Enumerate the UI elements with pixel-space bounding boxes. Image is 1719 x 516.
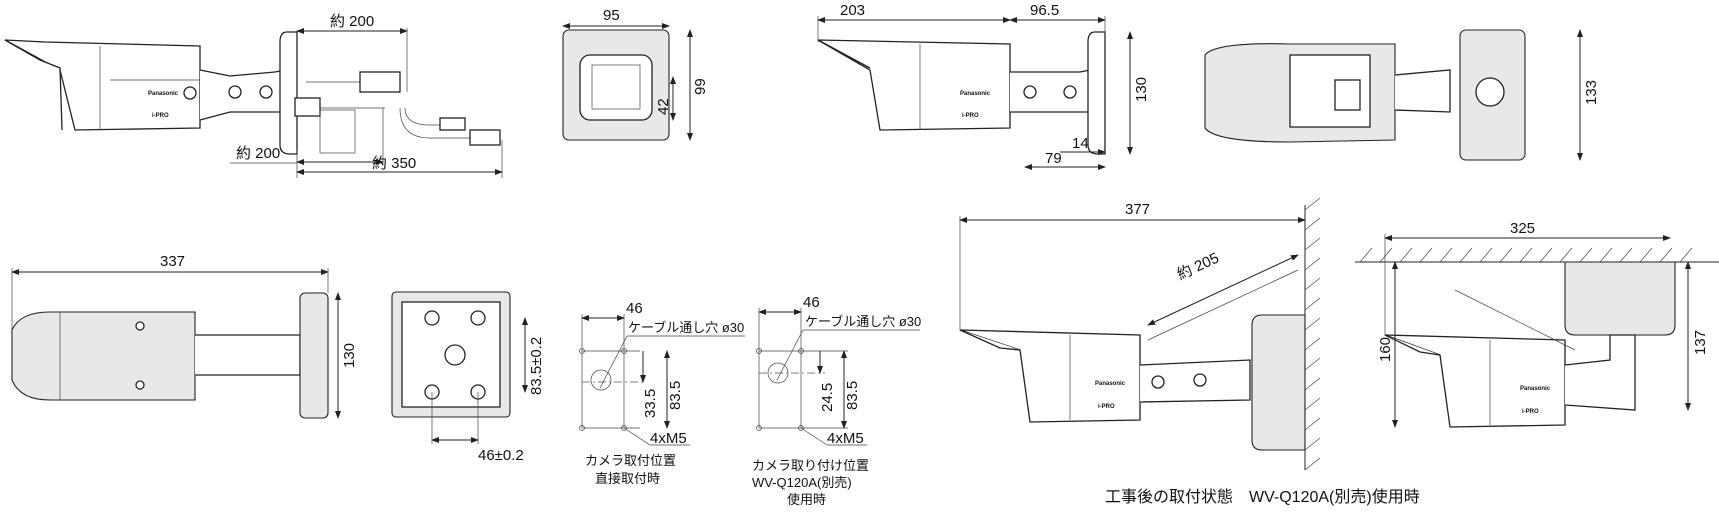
dim-width: 46: [803, 294, 820, 311]
caption-line2: 直接取付時: [595, 471, 660, 486]
dim-base-height: 133: [1583, 80, 1600, 105]
dim-pitch: 83.5: [844, 381, 861, 410]
dim-lens-height: 42: [655, 98, 672, 115]
dim-reach: 377: [1125, 201, 1150, 218]
dim-cable-top: 約 200: [330, 13, 374, 30]
model-logo: i-PRO: [1098, 404, 1115, 410]
dim-horizontal-pitch: 46±0.2: [478, 447, 524, 464]
caption-line3: 使用時: [787, 492, 826, 507]
dim-height: 99: [692, 78, 709, 95]
top-view: 337 130: [11, 253, 358, 419]
dim-length: 203: [840, 2, 865, 19]
cable-hole-label: ケーブル通し穴 ø30: [805, 314, 921, 329]
model-logo: i-PRO: [1522, 409, 1539, 415]
dim-pitch: 83.5: [667, 381, 684, 410]
dim-base-height: 130: [1133, 77, 1150, 102]
cable-hole-label: ケーブル通し穴 ø30: [628, 320, 744, 335]
caption-line1: カメラ取付位置: [585, 453, 676, 468]
side-view: Panasonic i-PRO 203 96.5 130 14 79: [817, 2, 1150, 170]
dim-hole-offset: 24.5: [819, 383, 836, 412]
installed-ceiling-view: Panasonic i-PRO 325 160 137: [1355, 220, 1719, 428]
dim-width: 46: [626, 300, 643, 317]
dim-cable-left: 約 200: [236, 145, 280, 162]
dim-height: 160: [1377, 337, 1394, 362]
dim-offset-small: 14: [1072, 135, 1089, 152]
front-view: 95 42 99: [562, 7, 709, 141]
base-bottom-view: 83.5±0.2 46±0.2: [391, 291, 545, 464]
dim-offset: 79: [1045, 150, 1062, 167]
dim-wire-length: 約 205: [1175, 250, 1222, 284]
dim-hole-offset: 33.5: [642, 389, 659, 418]
screw-label: 4xM5: [827, 430, 864, 447]
side-view-cables: Panasonic i-PRO 約 200 約 200 約 350: [4, 13, 503, 178]
installed-caption: 工事後の取付状態 WV-Q120A(別売)使用時: [1105, 488, 1420, 506]
caption-line2: WV-Q120A(別売): [752, 475, 852, 490]
dim-bracket-height: 137: [1692, 330, 1709, 355]
model-logo: i-PRO: [962, 113, 979, 119]
brand-logo: Panasonic: [1095, 381, 1126, 387]
dim-mount-depth: 96.5: [1030, 2, 1059, 19]
mount-arm: [199, 69, 286, 121]
brand-logo: Panasonic: [960, 91, 991, 97]
installed-wall-view: Panasonic i-PRO 377 約 205: [959, 197, 1321, 471]
dim-length: 337: [160, 253, 185, 270]
model-logo: i-PRO: [152, 113, 169, 119]
wall-base: [279, 31, 298, 155]
brand-logo: Panasonic: [148, 91, 179, 97]
brand-logo: Panasonic: [1520, 386, 1551, 392]
dim-width: 95: [603, 7, 620, 24]
dim-cable-total: 約 350: [372, 155, 416, 172]
hole-pattern-bracket: 46 ケーブル通し穴 ø30 24.5 83.5 4xM5 カメラ取り付け位置 …: [752, 294, 921, 507]
dim-vertical-pitch: 83.5±0.2: [528, 337, 545, 395]
caption-line1: カメラ取り付け位置: [752, 458, 869, 473]
connector: [359, 71, 401, 93]
dim-base-height: 130: [341, 343, 358, 368]
lens-window: [579, 54, 653, 121]
rear-view: 133: [1204, 29, 1600, 161]
screw-label: 4xM5: [650, 430, 687, 447]
hole-pattern-direct: 46 ケーブル通し穴 ø30 33.5 83.5 4xM5 カメラ取付位置 直接…: [579, 300, 745, 486]
dim-reach: 325: [1510, 220, 1535, 237]
